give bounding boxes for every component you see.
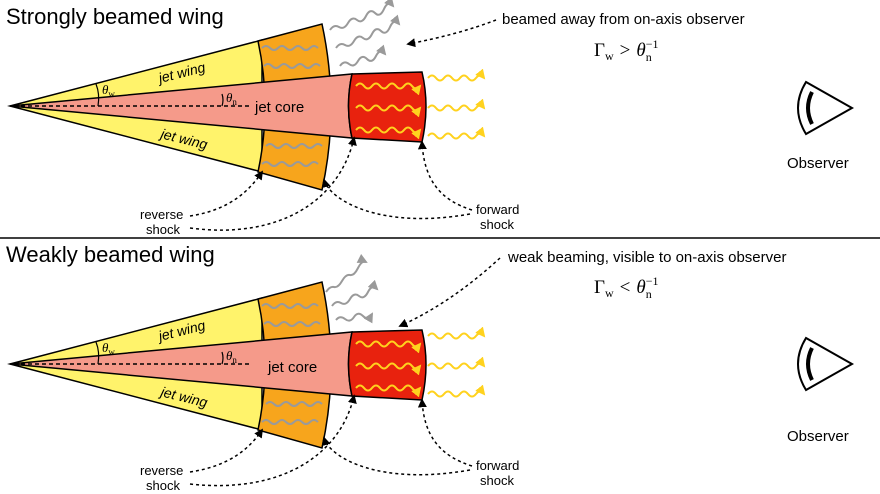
- beamed-photon: [329, 0, 395, 31]
- theta-n-arc: [221, 93, 224, 107]
- eye-icon: [797, 80, 855, 136]
- core-photon: [427, 356, 486, 370]
- reverse-shock-arrow: [189, 428, 263, 473]
- panel-strong: Strongly beamed wing: [6, 0, 855, 237]
- core-photon: [355, 126, 422, 140]
- panel-weak: Weakly beamed wing θw θn je: [6, 242, 855, 493]
- wing-photon: [261, 45, 319, 51]
- wing-photon: [263, 321, 321, 327]
- forward-shock-arrow: [417, 398, 473, 467]
- escaping-wing-photons: [329, 0, 401, 67]
- core-photon: [355, 340, 422, 354]
- beaming-annotation: beamed away from on-axis observer: [502, 11, 745, 28]
- weakly-beamed-photon: [325, 253, 368, 293]
- jet-core-label: jet core: [267, 359, 317, 376]
- beaming-condition: Γw<θn−1: [594, 274, 659, 301]
- beamed-photon: [339, 44, 387, 67]
- wing-photon: [261, 161, 319, 167]
- eye-icon: [797, 336, 855, 392]
- theta-w-label: θw: [102, 82, 115, 99]
- weakly-beamed-photon: [331, 279, 379, 307]
- core-photon: [355, 384, 422, 398]
- observer-label: Observer: [787, 155, 849, 172]
- theta-w-arc: [95, 83, 100, 107]
- theta-w-label: θw: [102, 340, 115, 357]
- core-photon: [427, 384, 486, 398]
- observer-label: Observer: [787, 428, 849, 445]
- jet-core-label: jet core: [254, 99, 304, 116]
- wing-photon: [261, 303, 319, 309]
- beamed-photon: [335, 14, 401, 49]
- core-photon: [427, 68, 486, 82]
- reverse-shock-arrow: [189, 170, 263, 217]
- escaping-wing-photons: [325, 253, 379, 324]
- annotation-arrow: [406, 19, 497, 48]
- theta-n-arc: [221, 351, 224, 365]
- panel-title: Strongly beamed wing: [6, 4, 224, 29]
- theta-n-label: θn: [226, 348, 237, 365]
- wing-photons: [261, 45, 323, 167]
- core-photon: [427, 98, 486, 112]
- forward-shock-arrow: [321, 178, 471, 220]
- wing-photon: [263, 63, 321, 69]
- theta-w-arc: [95, 341, 100, 365]
- reverse-shock-arrow: [189, 136, 357, 231]
- wing-photon: [265, 143, 323, 149]
- wing-photon: [265, 401, 323, 407]
- core-photons: [355, 326, 486, 398]
- core-photon: [355, 104, 422, 118]
- theta-n-label: θn: [226, 90, 237, 107]
- core-photon: [355, 82, 422, 96]
- beaming-condition: Γw>θn−1: [594, 37, 659, 64]
- reverse-shock-arrow: [189, 394, 357, 487]
- core-photon: [355, 362, 422, 376]
- shock-pointers: [189, 394, 473, 487]
- annotation-arrow: [398, 257, 501, 328]
- weakly-beamed-photon: [335, 312, 373, 324]
- core-photon: [427, 326, 486, 340]
- forward-shock-arrow: [321, 436, 471, 476]
- core-photon: [427, 126, 486, 140]
- forward-shock-arrow: [417, 140, 473, 211]
- beaming-annotation: weak beaming, visible to on-axis observe…: [507, 249, 786, 266]
- wing-photon: [261, 419, 319, 425]
- core-photons: [355, 68, 486, 140]
- panel-title: Weakly beamed wing: [6, 242, 215, 267]
- wing-photons: [261, 303, 323, 425]
- shock-pointers: [189, 136, 473, 231]
